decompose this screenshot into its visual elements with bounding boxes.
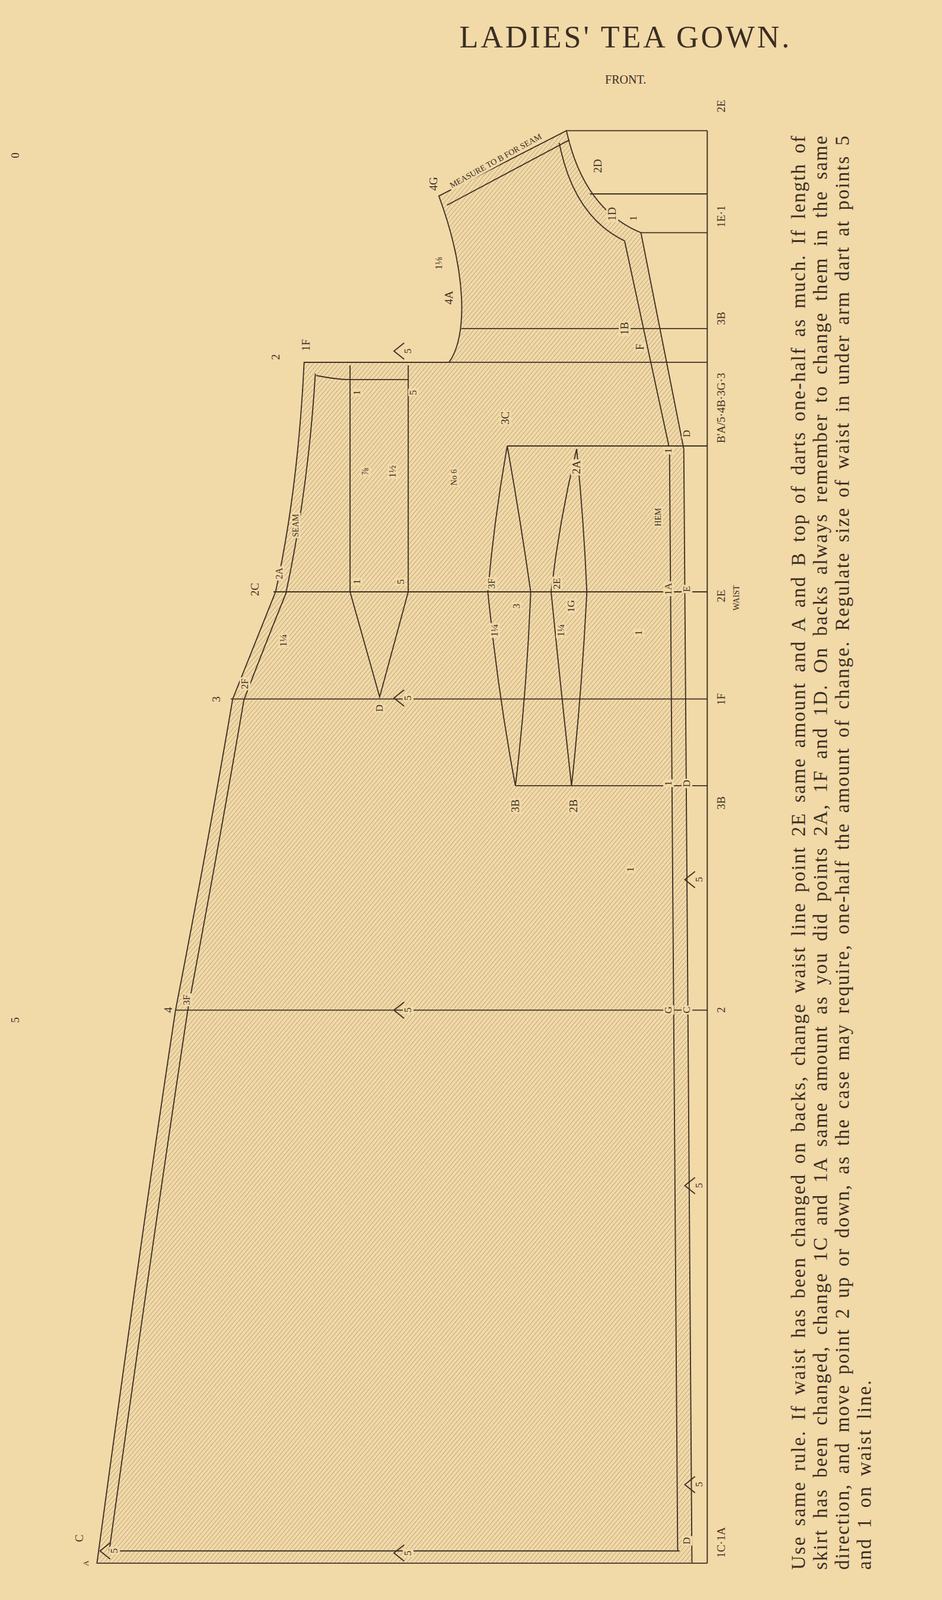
point-label: 5 <box>694 1481 705 1489</box>
point-label: 5 <box>109 1547 120 1556</box>
point-label: 2F <box>239 677 251 691</box>
seam-line <box>109 373 316 1552</box>
point-label: 5 <box>402 694 414 703</box>
point-label: 1 <box>663 447 674 455</box>
point-label: 2D <box>592 158 604 175</box>
dart <box>551 449 587 786</box>
point-label: B'A/5·4B·3G·3 <box>715 371 728 445</box>
point-label: 4A <box>443 290 455 307</box>
point-label: 1 <box>351 389 363 397</box>
construction-line <box>175 193 708 1011</box>
point-label: 4G <box>427 175 440 192</box>
point-label: 5 <box>694 1182 705 1190</box>
point-label: 1¼ <box>489 623 501 639</box>
point-label: 1¼ <box>278 633 289 649</box>
point-label: 1 <box>633 628 645 637</box>
point-label: 5 <box>402 1006 414 1015</box>
point-label: 1C·1A <box>715 1526 728 1560</box>
point-label: 2E <box>715 588 728 604</box>
point-label: 1 <box>628 214 639 223</box>
pattern-outline <box>96 130 692 1564</box>
point-label: 1F <box>300 337 313 352</box>
point-label: 1 <box>663 780 674 788</box>
point-label: 1G <box>566 599 578 614</box>
point-label: 1⅛ <box>433 255 445 271</box>
point-label: D <box>374 703 385 714</box>
point-label: 2 <box>715 1006 728 1015</box>
point-label: 5 <box>694 876 705 884</box>
subtitle: FRONT. <box>603 73 648 87</box>
point-label: F <box>634 342 646 352</box>
point-label: 1 <box>625 866 636 874</box>
point-label: 3B <box>715 310 728 327</box>
underarm-dart <box>349 592 409 698</box>
point-label: D <box>681 1536 693 1546</box>
point-label: 5 <box>402 1549 414 1558</box>
point-label: 1B <box>618 320 631 337</box>
point-label: E <box>681 584 693 594</box>
point-label: 1D <box>606 206 619 223</box>
title: LADIES' TEA GOWN. <box>459 18 792 54</box>
point-label: HEM <box>653 507 663 528</box>
point-label: 3F <box>486 577 498 591</box>
point-label: D <box>681 778 693 789</box>
point-label: WAIST <box>732 584 742 613</box>
point-label: D <box>681 428 693 439</box>
point-label: 2E <box>715 98 728 114</box>
point-label: 2E <box>551 577 563 591</box>
point-label: ⅞ <box>360 466 371 477</box>
point-label: SEAM <box>291 513 301 539</box>
point-label: 2A <box>274 566 285 581</box>
point-label: G <box>663 1005 674 1015</box>
base-line <box>566 130 708 1564</box>
point-label: C <box>73 1534 86 1545</box>
point-label: 3C <box>499 410 512 426</box>
point-label: 5 <box>9 1016 22 1026</box>
point-label: 5 <box>402 347 414 356</box>
point-label: 1 <box>351 577 363 586</box>
point-label: 2C <box>249 581 262 598</box>
point-label: 5 <box>395 577 407 586</box>
point-label: 1¼ <box>555 623 567 639</box>
point-label: 3F <box>181 993 193 1007</box>
point-label: 3 <box>210 695 223 704</box>
point-label: 0 <box>9 151 22 160</box>
armhole-box <box>316 365 409 593</box>
point-label: 3B <box>715 795 728 811</box>
point-label: 2 <box>269 352 282 362</box>
seam-line <box>109 1550 680 1552</box>
point-label: 3 <box>511 602 523 611</box>
point-label: 2B <box>567 798 580 814</box>
point-label: A <box>81 1559 91 1568</box>
point-label: 1E·1 <box>715 204 728 229</box>
notch <box>100 342 696 1562</box>
point-label: C <box>681 1006 693 1015</box>
pattern-lines <box>96 130 708 1564</box>
caption: Use same rule. If waist has been changed… <box>787 134 876 1571</box>
seam-line <box>559 142 625 241</box>
point-label: 5 <box>408 389 419 397</box>
point-label: 2A <box>570 459 583 476</box>
point-label: 1A <box>663 581 674 597</box>
point-label: 3B <box>509 798 522 814</box>
point-label: 4 <box>162 1006 175 1015</box>
hem-line <box>624 240 678 1552</box>
point-label: 1F <box>715 691 728 706</box>
dart <box>487 446 531 786</box>
point-label: No 6 <box>449 468 459 488</box>
point-label: 1½ <box>387 463 399 479</box>
